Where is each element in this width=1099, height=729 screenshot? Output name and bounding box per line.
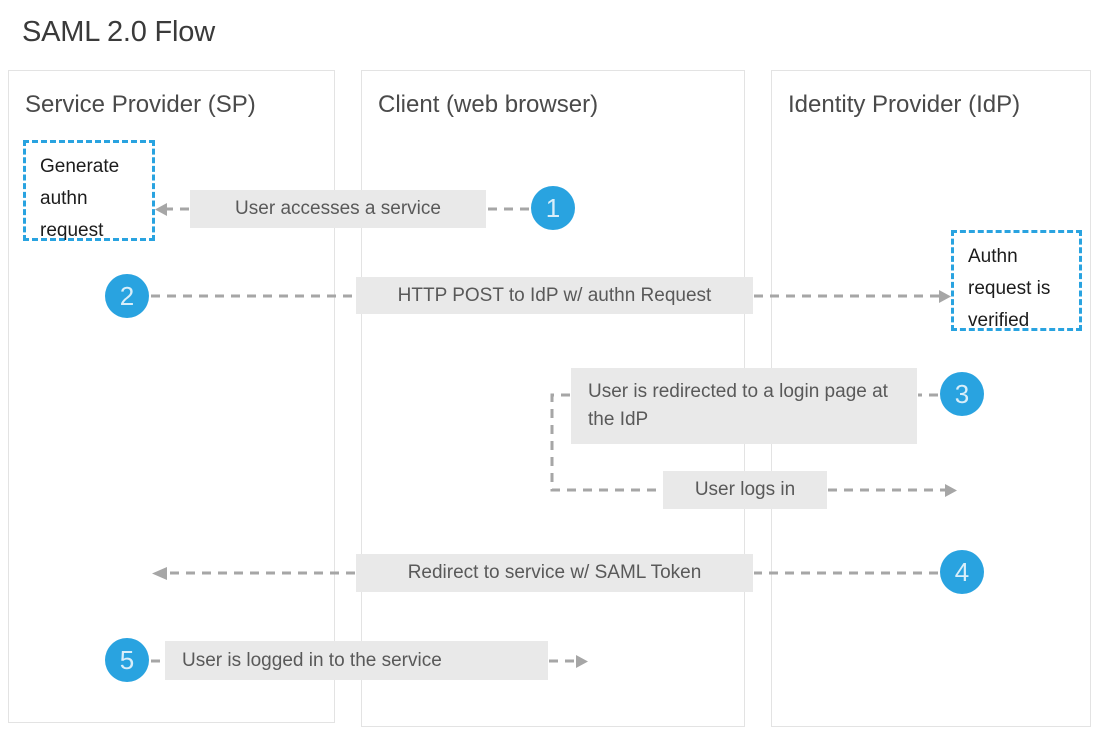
message-box-http-post-to-idp: HTTP POST to IdP w/ authn Request [356, 277, 753, 314]
message-label-redirect-to-service-with-saml-token: Redirect to service w/ SAML Token [407, 562, 702, 583]
message-box-user-accesses-a-service: User accesses a service [190, 190, 486, 228]
swimlane-title-service-provider: Service Provider (SP) [25, 91, 256, 118]
process-box-authn-request-verified: Authn request is verified [951, 230, 1082, 331]
message-box-user-redirected-to-login: User is redirected to a login page at th… [571, 368, 917, 444]
message-label-user-accesses-a-service: User accesses a service [235, 198, 441, 219]
message-box-redirect-to-service-with-saml-token: Redirect to service w/ SAML Token [356, 554, 753, 592]
step-badge-5: 5 [105, 638, 149, 682]
message-box-user-logged-in-to-service: User is logged in to the service [165, 641, 548, 680]
message-label-user-redirected-to-login: User is redirected to a login page at th… [588, 381, 888, 430]
step-badge-2: 2 [105, 274, 149, 318]
step-badge-4: 4 [940, 550, 984, 594]
step-badge-1: 1 [531, 186, 575, 230]
step-badge-3: 3 [940, 372, 984, 416]
message-box-user-logs-in: User logs in [663, 471, 827, 509]
swimlane-title-client: Client (web browser) [378, 91, 599, 118]
page-title: SAML 2.0 Flow [22, 16, 215, 48]
message-label-user-logs-in: User logs in [694, 479, 796, 500]
message-label-http-post-to-idp: HTTP POST to IdP w/ authn Request [397, 284, 712, 306]
process-box-generate-authn-request: Generate authn request [23, 140, 155, 241]
message-label-user-logged-in-to-service: User is logged in to the service [182, 649, 442, 671]
swimlane-title-identity-provider: Identity Provider (IdP) [788, 91, 1021, 118]
